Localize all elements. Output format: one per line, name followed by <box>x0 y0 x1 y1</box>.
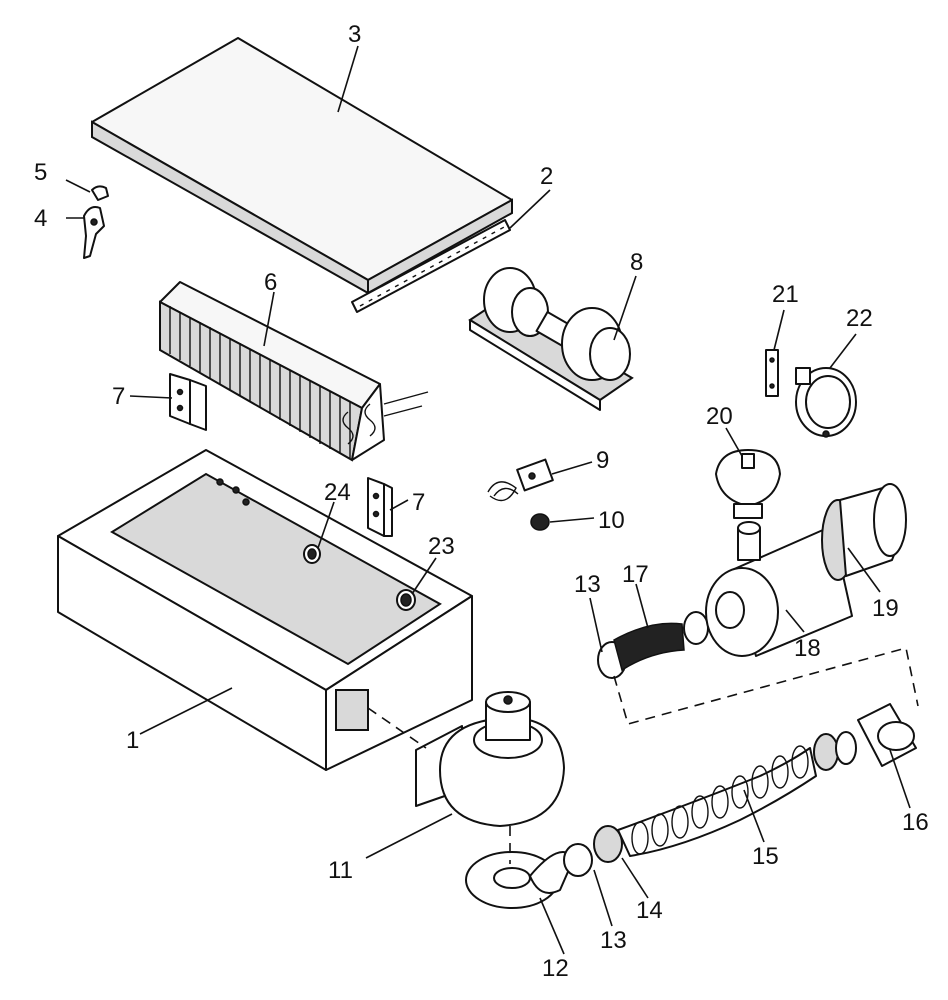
label-part-14: 14 <box>636 897 663 924</box>
latch-clip <box>83 206 105 259</box>
label-part-13-lower: 13 <box>600 927 627 954</box>
housing-box <box>57 449 473 771</box>
label-part-19: 19 <box>872 595 899 622</box>
thermostat-switch <box>487 458 554 502</box>
cover-plate <box>91 37 513 295</box>
leader-lines <box>65 45 911 955</box>
label-part-16: 16 <box>902 809 929 836</box>
coupling-lower <box>563 843 593 877</box>
floor-outlet <box>465 851 575 909</box>
clamp-ring <box>795 367 857 438</box>
label-part-20: 20 <box>706 403 733 430</box>
label-part-8: 8 <box>630 249 643 276</box>
label-part-13-upper: 13 <box>574 571 601 598</box>
label-part-17: 17 <box>622 561 649 588</box>
label-part-3: 3 <box>348 21 361 48</box>
grommet-24 <box>303 544 321 564</box>
grommet-23 <box>396 589 416 611</box>
motor-end <box>821 483 907 581</box>
label-part-5: 5 <box>34 159 47 186</box>
rubber-cap <box>530 513 550 531</box>
label-part-24: 24 <box>324 479 351 506</box>
label-part-1: 1 <box>126 727 139 754</box>
flexible-duct-hose <box>617 745 817 857</box>
hinge-strip <box>351 219 511 313</box>
hose-clamp <box>593 825 623 863</box>
label-part-6: 6 <box>264 269 277 296</box>
blower-fan-assembly <box>468 267 634 411</box>
label-part-18: 18 <box>794 635 821 662</box>
connection-lines <box>367 647 919 864</box>
centrifugal-blower <box>415 691 565 827</box>
outlet-fitting <box>813 703 917 771</box>
bracket-left <box>169 373 207 431</box>
label-part-7-left: 7 <box>112 383 125 410</box>
label-part-7-right: 7 <box>412 489 425 516</box>
label-part-12: 12 <box>542 955 569 982</box>
small-bracket <box>765 349 779 397</box>
heater-core <box>159 281 429 462</box>
label-part-22: 22 <box>846 305 873 332</box>
label-part-4: 4 <box>34 205 47 232</box>
short-hose <box>613 622 685 672</box>
label-part-23: 23 <box>428 533 455 560</box>
label-part-2: 2 <box>540 163 553 190</box>
label-part-11: 11 <box>328 857 353 884</box>
filter-housing <box>683 521 853 657</box>
label-part-9: 9 <box>596 447 609 474</box>
part-labels: 1 2 3 4 5 6 7 7 8 9 10 11 12 13 13 14 15… <box>34 21 929 982</box>
bracket-right <box>367 477 393 537</box>
latch-knob <box>91 185 109 201</box>
label-part-21: 21 <box>772 281 799 308</box>
label-part-15: 15 <box>752 843 779 870</box>
label-part-10: 10 <box>598 507 625 534</box>
dome-valve <box>715 449 781 519</box>
